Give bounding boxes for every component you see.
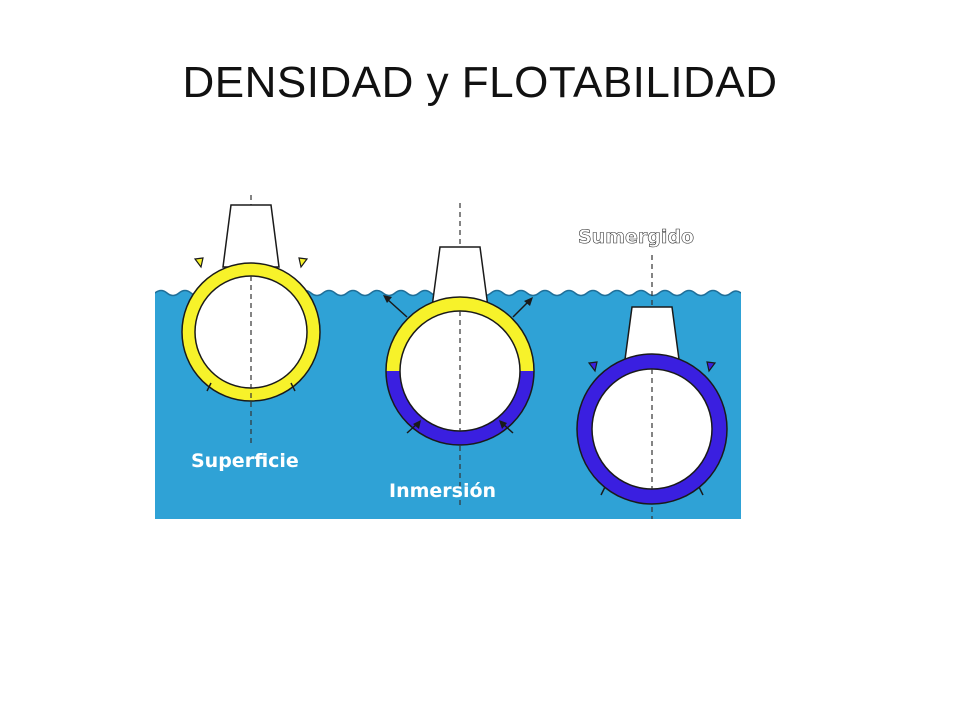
submarine-submerged — [576, 255, 728, 519]
vent-mark — [600, 486, 606, 496]
arrow-head-icon — [383, 295, 392, 303]
submarine-immersion — [383, 203, 535, 505]
vent-mark — [206, 382, 212, 392]
label-surface: Superficie — [191, 450, 299, 472]
tower-surface — [222, 204, 280, 268]
valve-icon — [587, 361, 598, 373]
air-out-arrow-left — [386, 298, 408, 318]
air-out-arrow-right — [512, 300, 530, 318]
buoyancy-diagram-svg: Superficie Inmersión — [155, 195, 741, 519]
tank-outline-immersion — [385, 296, 535, 446]
buoyancy-diagram: Superficie Inmersión — [155, 195, 741, 519]
slide-title: DENSIDAD y FLOTABILIDAD — [182, 58, 778, 107]
arrow-head-icon — [499, 420, 507, 429]
valve-icon — [706, 361, 717, 373]
arrow-head-icon — [413, 420, 421, 429]
vent-mark — [698, 486, 704, 496]
label-submerged: Sumergido — [578, 226, 694, 248]
submarine-surface — [181, 195, 321, 447]
arrow-head-icon — [524, 297, 533, 306]
valve-icon — [298, 257, 309, 269]
valve-icon — [193, 257, 204, 269]
vent-mark — [290, 382, 296, 392]
label-immersion: Inmersión — [389, 480, 496, 502]
